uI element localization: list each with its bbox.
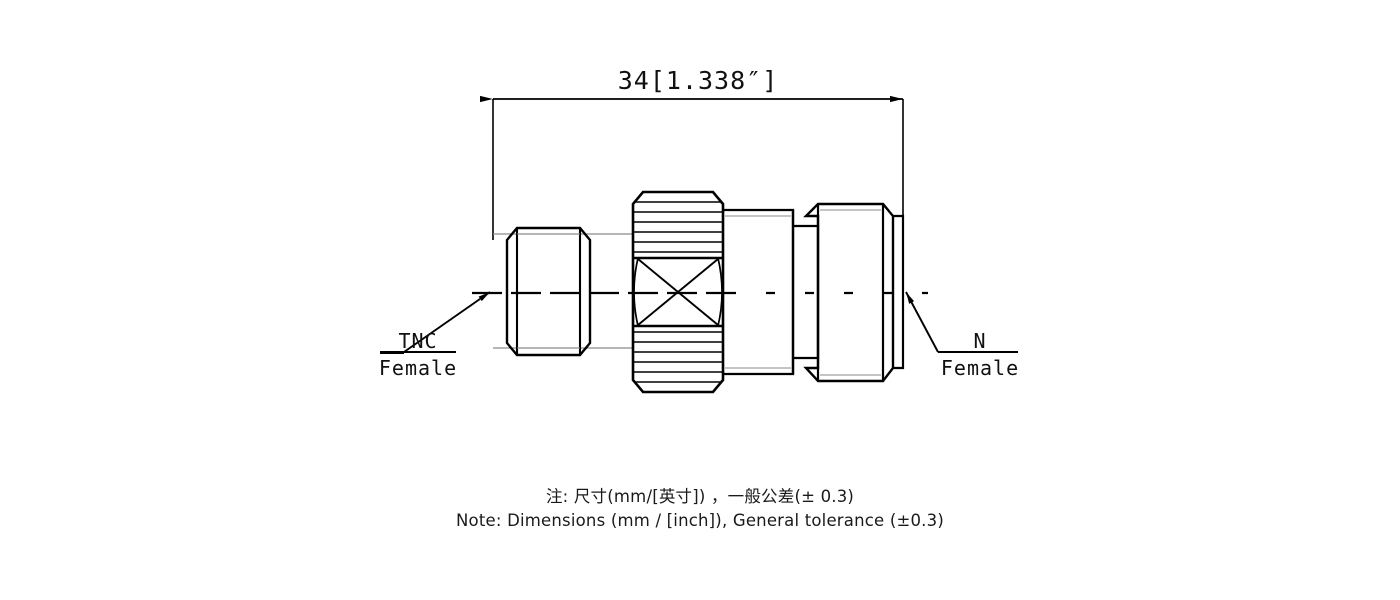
n-series-label: N: [973, 329, 986, 353]
dimension-label: 34[1.338″]: [618, 66, 779, 95]
knurl-body-outline: [631, 190, 725, 394]
tnc-female-end: [493, 226, 632, 357]
tnc-coupling-nut: [505, 226, 592, 357]
n-end-face-collar: [893, 214, 905, 370]
tnc-series-label: TNC: [398, 329, 437, 353]
note-line-chinese: 注: 尺寸(mm/[英寸]) ，一般公差(± 0.3): [545, 487, 855, 506]
leader-n: [905, 291, 1018, 353]
leader-line-n: [905, 291, 939, 353]
n-gender-label: Female: [941, 356, 1019, 380]
mid-barrel-section: [723, 208, 795, 376]
leader-line-tnc: [403, 291, 491, 353]
n-nut-thin-lines: [820, 209, 881, 376]
knurl-hatch-lower: [634, 331, 722, 383]
note-line-english: Note: Dimensions (mm / [inch]), General …: [456, 510, 944, 530]
knurl-hatch-upper: [634, 201, 722, 253]
dimension-group: [480, 95, 904, 296]
knurled-hex-body: [631, 190, 725, 394]
tnc-gender-label: Female: [379, 356, 457, 380]
tnc-shaft-thin-outline: [493, 233, 632, 349]
mid-barrel-thin-line: [725, 215, 791, 369]
tnc-nut-top-thin: [517, 233, 580, 349]
notes-block: 注: 尺寸(mm/[英寸]) ，一般公差(± 0.3) Note: Dimens…: [0, 485, 1400, 533]
